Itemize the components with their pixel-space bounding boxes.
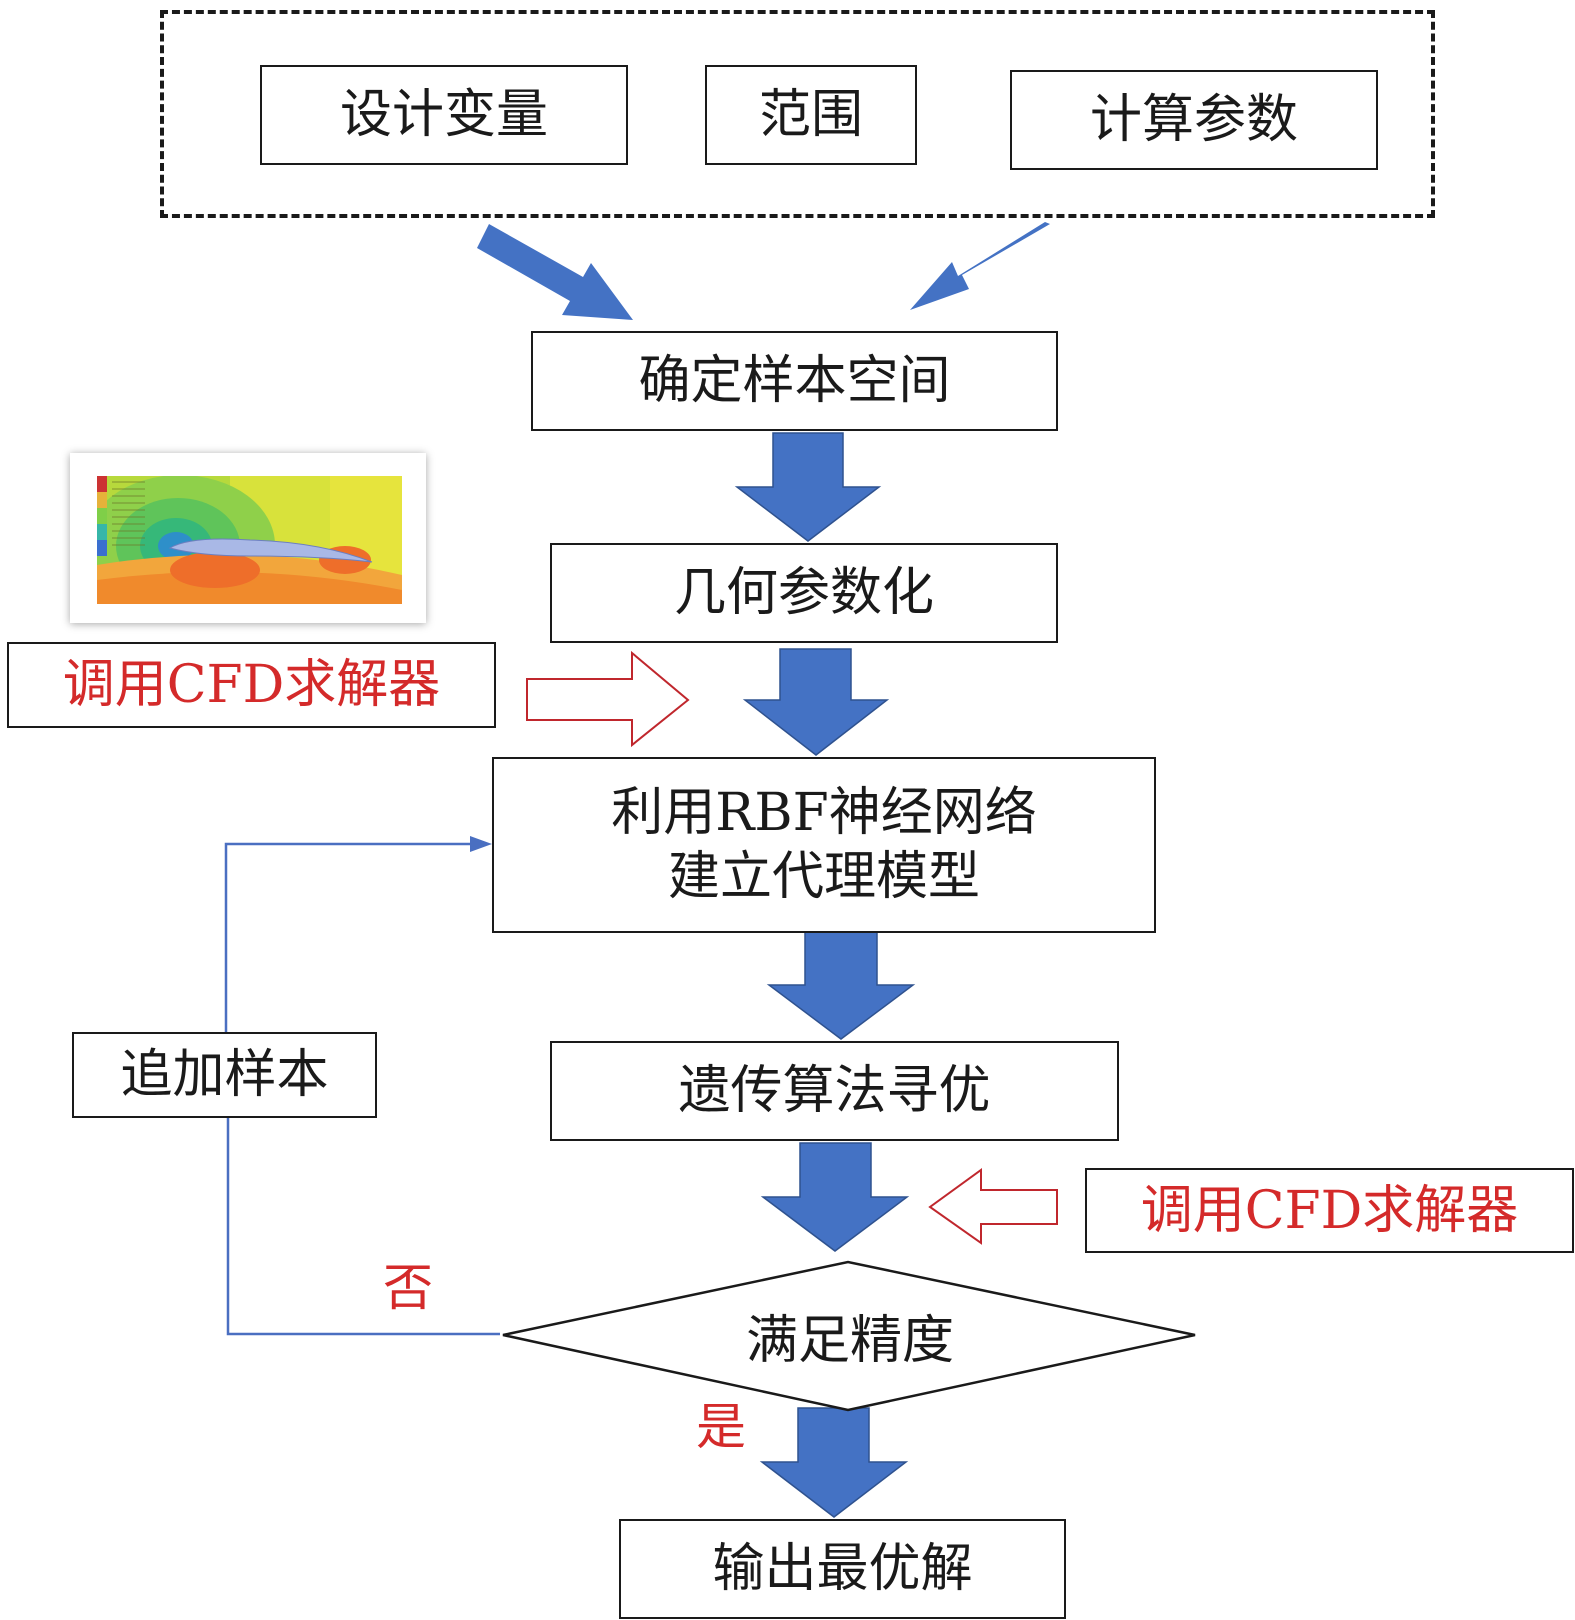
cfd-solver-box-top: 调用CFD求解器 xyxy=(7,642,496,728)
add-samples-label: 追加样本 xyxy=(120,1045,329,1105)
branch-yes-label: 是 xyxy=(696,1398,746,1456)
feedback-arrowhead xyxy=(470,836,492,852)
input-arrow-right xyxy=(910,222,1050,310)
geometry-param-box: 几何参数化 xyxy=(550,543,1058,643)
cfd-contour-thumbnail xyxy=(97,476,402,604)
output-box: 输出最优解 xyxy=(619,1519,1066,1619)
branch-no-label: 否 xyxy=(383,1259,433,1317)
input-group-dashed xyxy=(160,10,1435,218)
design-variables-box: 设计变量 xyxy=(260,65,628,165)
geometry-param-label: 几何参数化 xyxy=(673,563,934,623)
surrogate-line1: 利用RBF神经网络 xyxy=(611,783,1037,843)
ga-optimization-label: 遗传算法寻优 xyxy=(678,1061,991,1121)
decision-diamond xyxy=(502,1260,1196,1412)
cfd-solver-box-bottom: 调用CFD求解器 xyxy=(1085,1168,1574,1253)
surrogate-line2: 建立代理模型 xyxy=(667,847,980,907)
down-arrow-1 xyxy=(734,432,882,542)
down-arrow-3 xyxy=(766,930,916,1040)
surrogate-model-box: 利用RBF神经网络 建立代理模型 xyxy=(492,757,1156,933)
range-box: 范围 xyxy=(705,65,917,165)
sample-space-label: 确定样本空间 xyxy=(638,351,951,411)
sample-space-box: 确定样本空间 xyxy=(531,331,1058,431)
ga-optimization-box: 遗传算法寻优 xyxy=(550,1041,1119,1141)
input-arrow-left xyxy=(477,224,633,320)
range-label: 范围 xyxy=(758,85,863,145)
cfd-solver-bottom-label: 调用CFD求解器 xyxy=(1140,1180,1519,1241)
feedback-line-bottom xyxy=(226,1118,500,1336)
down-arrow-5 xyxy=(759,1407,909,1518)
down-arrow-4 xyxy=(760,1142,910,1252)
cfd-arrow-right xyxy=(526,650,690,748)
calc-params-box: 计算参数 xyxy=(1010,70,1378,170)
output-label: 输出最优解 xyxy=(712,1539,973,1599)
cfd-arrow-left xyxy=(928,1168,1058,1245)
accuracy-check-label: 满足精度 xyxy=(745,1310,954,1371)
add-samples-box: 追加样本 xyxy=(72,1032,377,1118)
down-arrow-2 xyxy=(742,648,890,756)
cfd-solver-top-label: 调用CFD求解器 xyxy=(62,655,441,715)
feedback-line-top xyxy=(224,842,470,1032)
calc-params-label: 计算参数 xyxy=(1089,90,1298,150)
design-variables-label: 设计变量 xyxy=(339,85,548,145)
